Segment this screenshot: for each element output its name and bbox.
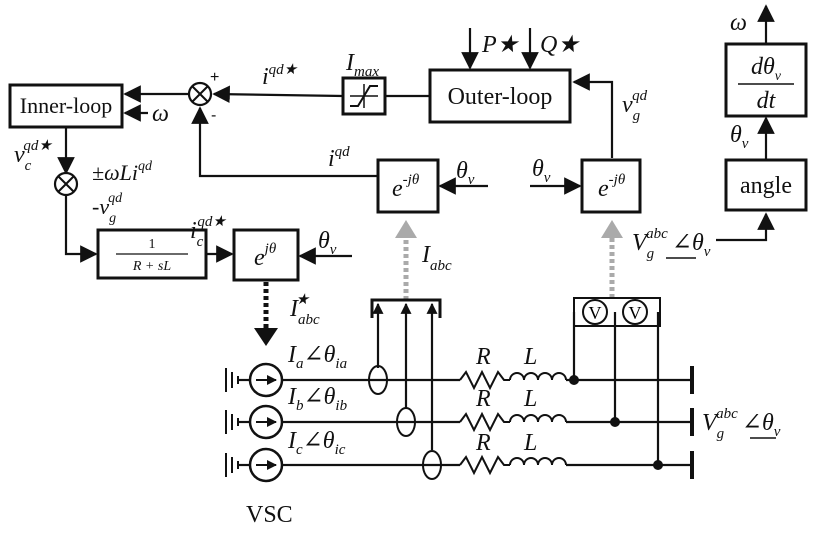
outer-loop-label: Outer-loop [448,84,553,110]
derivative-block: dθv dt [724,42,808,118]
deriv-numerator: dθv [751,54,782,84]
rl-phase-c [459,454,567,476]
vgabc-to-angle-arrow [716,212,775,242]
theta-right-label: θv [532,156,551,186]
rl-phase-b [459,411,567,433]
filter-denominator: R + sL [132,259,171,274]
l-label-b: L [523,386,537,412]
vgqd-neg-label: -vgqd [92,191,123,226]
voltmeter-2 [622,299,648,325]
ct-b [396,407,416,437]
sum-to-filter-arrow [64,195,98,263]
iqd-label: iqd [328,144,350,172]
p-star-label: P★ [481,32,520,58]
limiter-to-sum-arrow [212,85,344,104]
r-label-a: R [475,344,491,370]
iabc-star-label: Iabc★ [289,292,320,328]
l-label-c: L [523,430,537,456]
voltmeter-2-label: V [629,303,642,323]
rotation-block-right: e-jθ [580,158,642,214]
current-source-b [225,404,284,440]
voltmeter-1 [582,299,608,325]
measure-bracket [370,298,442,318]
vgqd-to-outer-arrow [572,73,614,158]
iqd-feedback-arrow [191,106,378,178]
minus-sign: - [211,107,216,124]
theta-angle-label: θv [730,122,749,152]
l-label-a: L [523,344,537,370]
current-source-c [225,447,284,483]
current-source-a [225,362,284,398]
rl-phase-a [459,369,567,391]
ic-label: icqd★ [190,214,227,250]
omega-li-label: ±ωLiqd [92,159,153,185]
ic-phase-label: Ic∠θic [287,428,346,458]
r-label-c: R [475,430,491,456]
theta-middle-label: θv [456,158,475,188]
rotation-block-middle: e-jθ [376,158,440,214]
rotation-right-label: e-jθ [598,172,626,202]
rotation-middle-label: e-jθ [392,172,420,202]
iqd-star-label: iqd★ [262,62,299,90]
sum-junction-bottom [53,171,79,197]
inner-loop-block: Inner-loop [8,83,124,129]
omega-out-label: ω [730,10,747,36]
q-star-label: Q★ [540,32,580,58]
vgqd-label: vgqd [622,88,648,124]
deriv-denominator: dt [757,88,777,114]
omega-label: ω [152,101,169,127]
filter-block: 1 R + sL [96,228,208,280]
outer-loop-block: Outer-loop [428,68,572,124]
ct-a [368,365,388,395]
vsc-label: VSC [246,502,293,528]
rotation-bottom-label: ejθ [254,241,277,271]
bus-voltage-label: Vgabc∠θv [702,406,781,442]
angle-label: angle [740,173,792,199]
voltmeter-1-label: V [589,303,602,323]
vgabc-label: Vgabc∠θv [632,226,711,262]
r-label-b: R [475,386,491,412]
inner-loop-label: Inner-loop [20,93,112,118]
vabc-gray-arrowhead [601,220,623,238]
vc-label: vcqd★ [14,138,53,174]
ib-label: Ib∠θib [287,384,348,414]
plus-sign: + [210,69,219,86]
iabc-gray-arrowhead [395,220,417,238]
ct-c [422,450,442,480]
iabc-label: Iabc [421,242,452,274]
limiter-block [341,76,387,116]
angle-block: angle [724,158,808,212]
filter-numerator: 1 [149,237,156,252]
sum-junction-top: + - [187,69,219,124]
rotation-block-bottom: ejθ [232,228,300,282]
iabc-star-arrowhead [254,328,278,346]
theta-bottom-label: θv [318,228,337,258]
ia-label: Ia∠θia [287,342,347,372]
imax-label: Imax [345,50,379,80]
